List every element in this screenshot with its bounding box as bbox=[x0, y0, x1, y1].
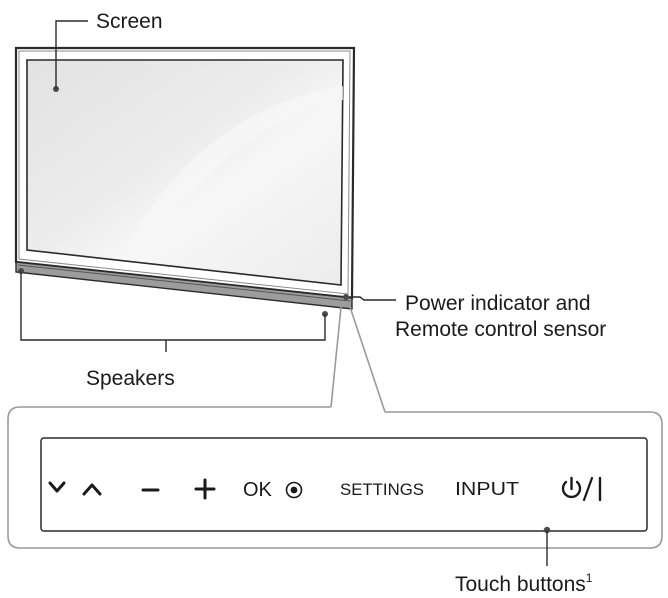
touch-buttons: OK SETTINGS INPUT bbox=[48, 476, 602, 502]
power-indicator-callout: Power indicator and Remote control senso… bbox=[343, 292, 606, 341]
screen-label: Screen bbox=[96, 10, 163, 33]
plus-button[interactable] bbox=[194, 478, 216, 500]
power-icon bbox=[561, 476, 602, 502]
speakers-callout: Speakers bbox=[18, 268, 328, 390]
input-button[interactable]: INPUT bbox=[455, 479, 519, 499]
screen-callout: Screen bbox=[53, 10, 163, 92]
ok-dot-icon bbox=[285, 481, 303, 499]
down-button[interactable] bbox=[48, 481, 66, 493]
tv-screen bbox=[26, 59, 344, 286]
zoom-lines bbox=[330, 306, 386, 413]
input-label: INPUT bbox=[455, 479, 519, 499]
tv-bottom-bar bbox=[15, 261, 353, 310]
touch-panel-outline bbox=[7, 406, 663, 549]
power-button[interactable] bbox=[561, 476, 602, 502]
power-indicator-label-line2: Remote control sensor bbox=[395, 318, 606, 341]
ok-label: OK bbox=[243, 479, 273, 501]
touch-buttons-footnote: 1 bbox=[586, 571, 593, 585]
touch-buttons-label-text: Touch buttons bbox=[455, 573, 586, 596]
ok-button[interactable]: OK bbox=[243, 479, 303, 501]
speakers-label: Speakers bbox=[86, 367, 175, 390]
touch-buttons-label: Touch buttons1 bbox=[455, 571, 593, 596]
up-button[interactable] bbox=[82, 483, 102, 496]
power-indicator-label-line1: Power indicator and bbox=[405, 292, 591, 315]
settings-label: SETTINGS bbox=[340, 480, 424, 499]
touch-buttons-callout: Touch buttons1 bbox=[455, 526, 593, 596]
settings-button[interactable]: SETTINGS bbox=[340, 480, 424, 499]
plus-icon bbox=[194, 478, 216, 500]
chevron-down-icon bbox=[48, 481, 66, 493]
chevron-up-icon bbox=[82, 483, 102, 496]
